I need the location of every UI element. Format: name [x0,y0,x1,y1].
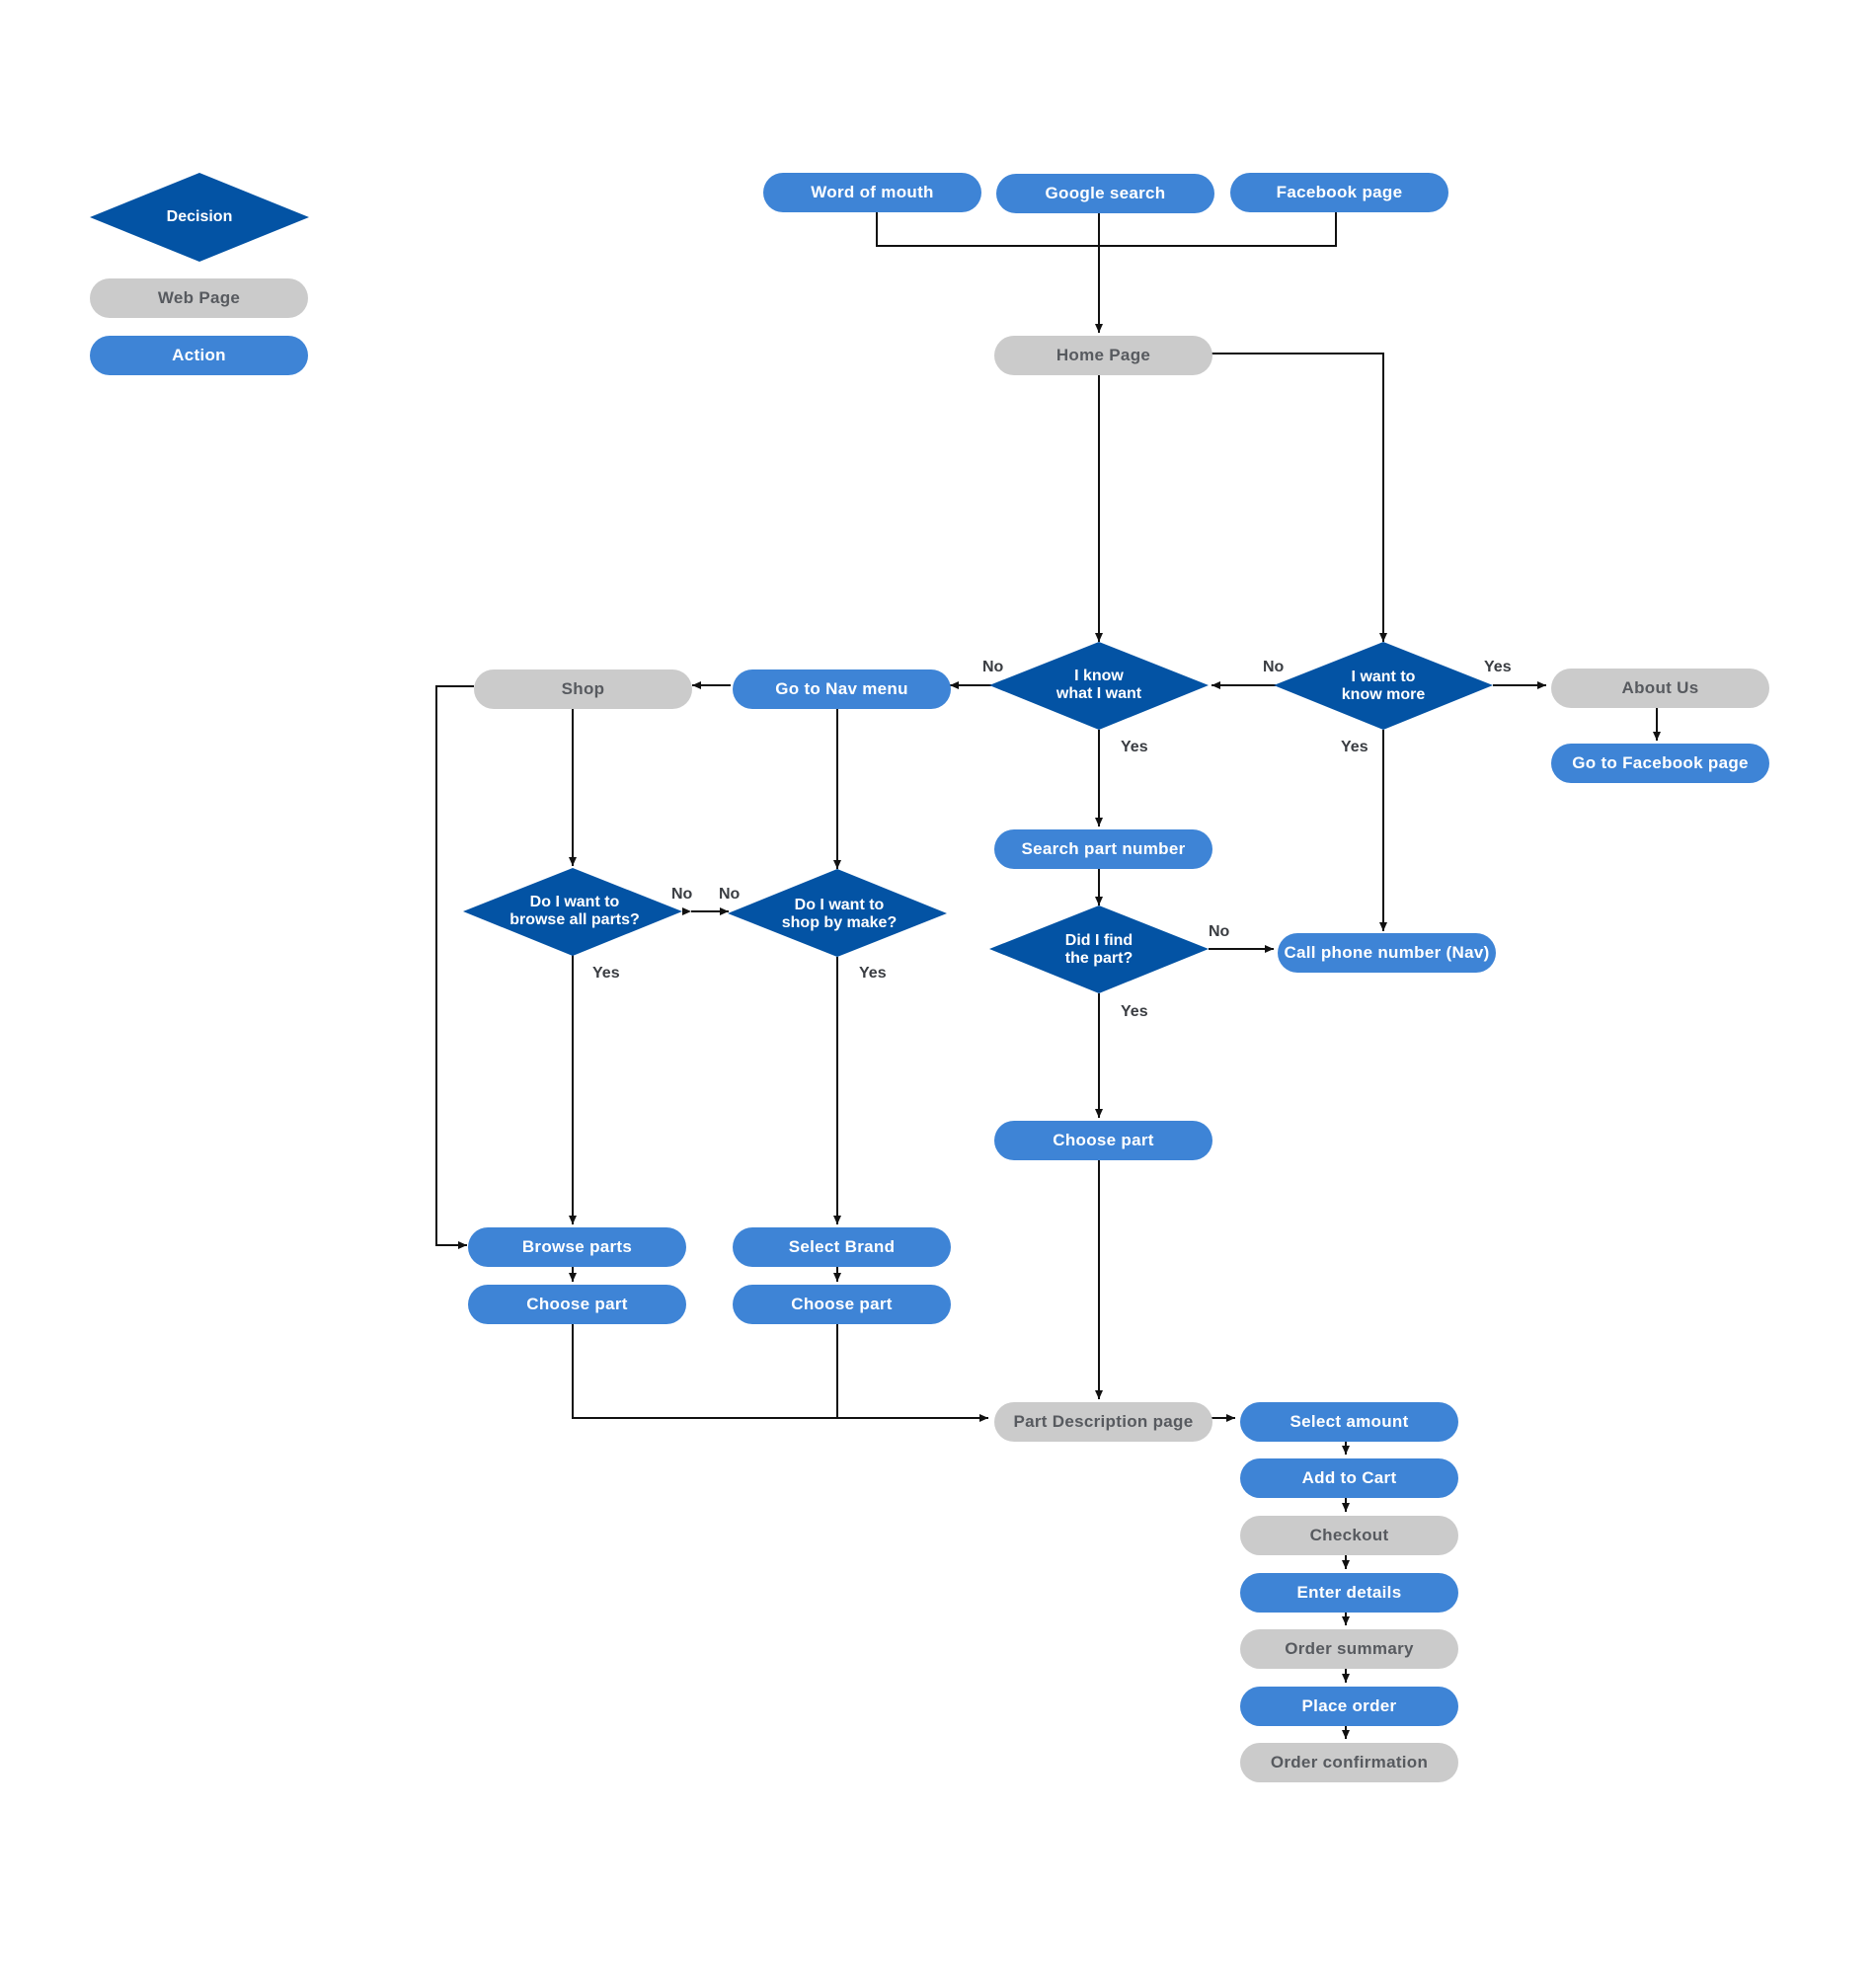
legend-decision-shape [90,173,309,262]
node-home-page: Home Page [994,336,1212,375]
legend-action: Action [90,336,308,375]
decision-browse-all: Do I want to browse all parts? [509,894,640,928]
edge-sources-merge [876,210,1337,247]
label-no-browseall: No [671,886,693,903]
decision-find-part: Did I find the part? [1064,932,1133,967]
node-select-amount: Select amount [1240,1402,1458,1442]
decision-shopbymake-shape [728,869,947,957]
decision-know-what: I know what I want [1055,668,1142,702]
decision-knowmore-shape [1274,642,1493,730]
label-no-knowmore: No [1263,659,1285,675]
decision-findpart-shape [989,905,1209,993]
node-order-confirmation: Order confirmation [1240,1743,1458,1782]
label-no-shopbymake: No [719,886,741,903]
node-place-order: Place order [1240,1687,1458,1726]
node-add-to-cart: Add to Cart [1240,1458,1458,1498]
label-yes-knowwhat: Yes [1121,739,1148,755]
node-order-summary: Order summary [1240,1629,1458,1669]
node-select-brand: Select Brand [733,1227,951,1267]
node-checkout: Checkout [1240,1516,1458,1555]
label-yes-browseall: Yes [592,965,620,982]
decision-browseall-shape [463,868,682,956]
legend-web-page: Web Page [90,278,308,318]
decision-knowwhat-shape [989,642,1209,730]
source-facebook-page: Facebook page [1230,173,1448,212]
node-part-description: Part Description page [994,1402,1212,1442]
decision-shop-by-make: Do I want to shop by make? [781,897,898,931]
node-go-to-nav-menu: Go to Nav menu [733,669,951,709]
decision-know-more: I want to know more [1341,669,1426,703]
edge-chooseparts-description [572,1321,838,1419]
edge-home-knowmore [1208,353,1387,642]
node-choose-part-left: Choose part [468,1285,686,1324]
source-google-search: Google search [996,174,1214,213]
label-yes-shopbymake: Yes [859,965,887,982]
node-search-part-number: Search part number [994,829,1212,869]
source-word-of-mouth: Word of mouth [763,173,981,212]
label-yes-knowmore-aboutus: Yes [1484,659,1512,675]
legend-decision-label: Decision [166,208,233,225]
node-about-us: About Us [1551,669,1769,708]
node-go-to-facebook: Go to Facebook page [1551,744,1769,783]
node-enter-details: Enter details [1240,1573,1458,1613]
decision-shapes [90,173,1493,993]
label-yes-findpart: Yes [1121,1003,1148,1020]
label-no-findpart: No [1209,923,1230,940]
label-no-knowwhat: No [982,659,1004,675]
node-choose-part-center: Choose part [994,1121,1212,1160]
label-yes-knowmore-call: Yes [1341,739,1368,755]
node-choose-part-mid: Choose part [733,1285,951,1324]
node-shop: Shop [474,669,692,709]
node-call-phone: Call phone number (Nav) [1278,933,1496,973]
node-browse-parts: Browse parts [468,1227,686,1267]
edge-shop-browseparts [435,685,474,1249]
